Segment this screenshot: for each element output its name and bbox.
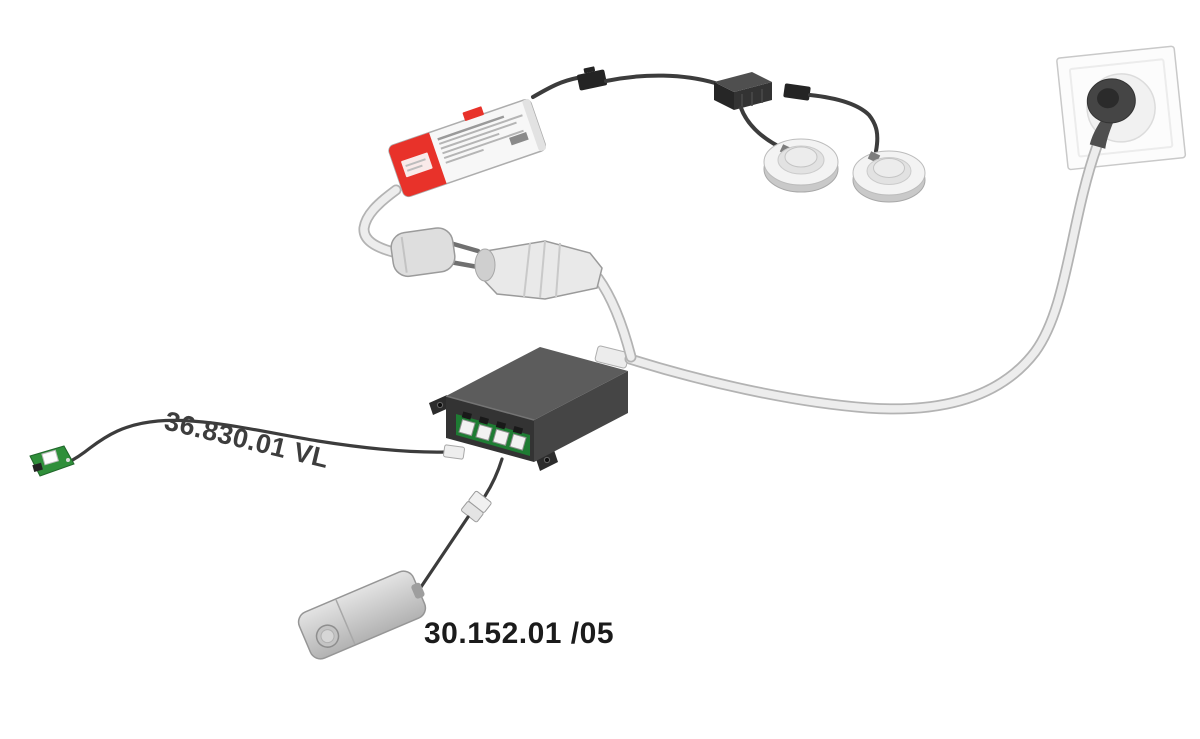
control-box-side — [534, 371, 628, 462]
inline-connector-2 — [783, 83, 811, 101]
driver-sticker-line — [406, 164, 423, 172]
driver-red-tab — [462, 106, 484, 121]
terminal-slot — [512, 425, 524, 435]
terminal-slot — [461, 411, 472, 420]
push-button-1 — [763, 138, 839, 193]
coupler-cable — [592, 272, 637, 363]
mounting-hole-left — [436, 401, 444, 409]
terminal-slot — [478, 416, 490, 425]
euro-plug — [390, 227, 481, 278]
module-pad — [66, 458, 70, 462]
mounting-hole-right — [543, 456, 551, 464]
mains-cable — [624, 140, 1103, 415]
terminal-button — [458, 418, 476, 437]
remote-cable-nub — [411, 582, 425, 599]
inline-coupler — [474, 240, 603, 300]
coupler-rib — [523, 242, 531, 298]
terminal-buttons — [458, 411, 527, 451]
terminal-button — [475, 423, 493, 442]
distributor-top — [714, 72, 772, 92]
terminal-button — [509, 433, 527, 451]
cable-label: 36.830.01 VL — [162, 406, 332, 474]
distributor-block — [714, 72, 772, 110]
led-driver — [388, 98, 547, 198]
sensor-led-module — [29, 445, 75, 477]
control-box — [429, 345, 630, 471]
remote-dimmer — [297, 570, 427, 660]
socket-plate-inner — [1068, 58, 1174, 158]
button-cap — [784, 146, 818, 168]
inline-connector-1 — [577, 66, 607, 91]
plug-face — [1097, 88, 1120, 109]
remote-body — [297, 570, 427, 660]
coupler-rib — [539, 240, 546, 299]
driver-sticker-line — [405, 158, 426, 167]
module-component — [32, 462, 43, 472]
remote-label: 30.152.01 /05 — [424, 617, 614, 650]
button-cap — [873, 158, 905, 178]
plug-body — [390, 227, 456, 278]
sensor-cable — [65, 418, 448, 465]
mains-plug — [1086, 78, 1136, 149]
coupler-rib — [555, 242, 561, 298]
remote-stub-cable — [483, 457, 504, 498]
push-button-2 — [852, 150, 926, 203]
driver-barcode — [509, 131, 529, 146]
coupler-opening — [474, 248, 496, 282]
terminal-slot — [495, 421, 507, 430]
plug-pin — [447, 240, 481, 254]
terminal-button — [492, 428, 510, 446]
remote-seam — [335, 599, 356, 645]
terminal-block — [456, 411, 530, 456]
plug-pin — [447, 259, 481, 270]
remote-cable — [419, 515, 470, 589]
control-box-edge — [445, 395, 535, 421]
sensor-connector — [443, 444, 465, 460]
driver-signal-cable — [531, 66, 717, 99]
remote-button-cap — [320, 629, 335, 644]
distributor-front — [714, 82, 734, 110]
plug-seam — [400, 236, 408, 273]
driver-text-lines — [437, 114, 529, 164]
remote-connector — [461, 490, 492, 523]
button2-cable — [808, 93, 880, 153]
module-led — [41, 449, 60, 466]
plug-boot — [1089, 118, 1114, 149]
driver-end-cap — [522, 98, 547, 151]
control-box-top — [446, 347, 628, 420]
driver-mains-cable — [358, 184, 402, 258]
